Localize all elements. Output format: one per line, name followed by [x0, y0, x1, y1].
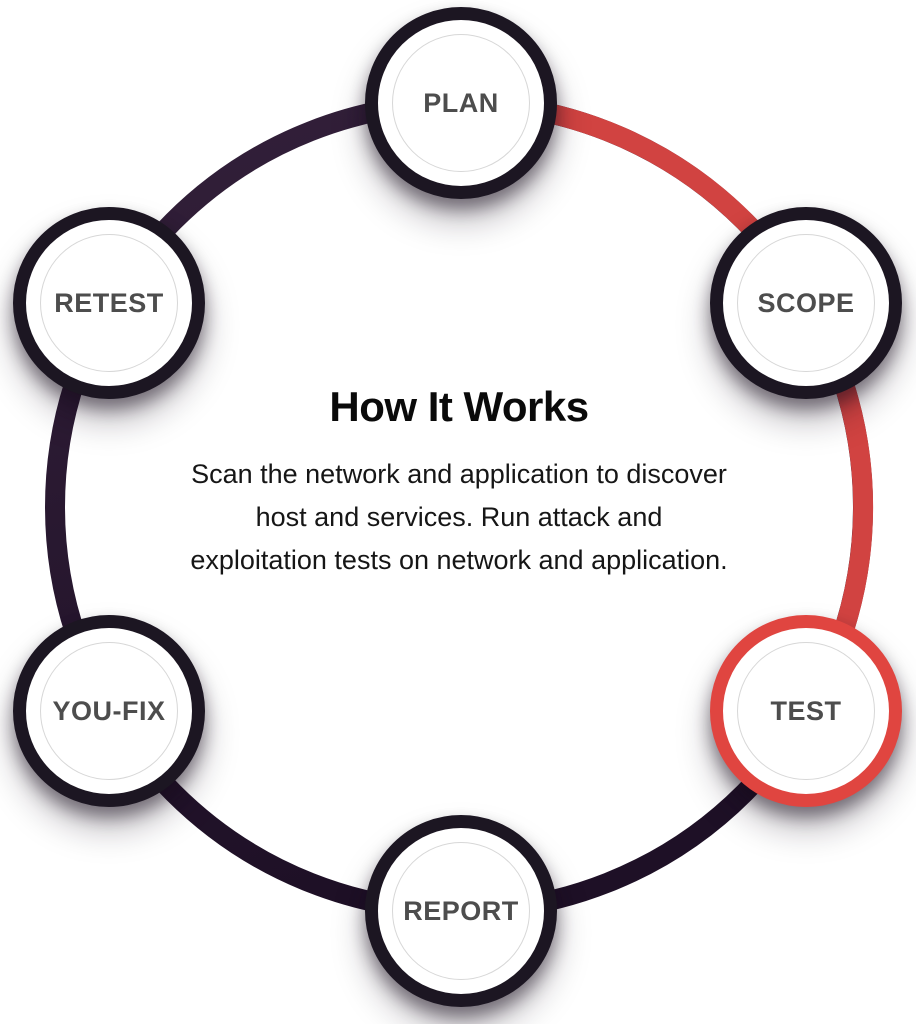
- step-node-test-active[interactable]: TEST: [710, 615, 902, 807]
- step-node-plan[interactable]: PLAN: [365, 7, 557, 199]
- step-label-you-fix: YOU-FIX: [52, 695, 166, 726]
- step-node-retest[interactable]: RETEST: [13, 207, 205, 399]
- step-label-retest: RETEST: [54, 287, 164, 318]
- step-label-plan: PLAN: [423, 87, 499, 118]
- step-label-test: TEST: [770, 695, 842, 726]
- diagram-description: Scan the network and application to disc…: [190, 459, 728, 576]
- step-label-report: REPORT: [403, 895, 519, 926]
- step-node-scope[interactable]: SCOPE: [710, 207, 902, 399]
- step-label-scope: SCOPE: [757, 287, 855, 318]
- center-text-block: How It Works Scan the network and applic…: [159, 383, 759, 583]
- diagram-title: How It Works: [329, 383, 589, 430]
- step-node-you-fix[interactable]: YOU-FIX: [13, 615, 205, 807]
- step-node-report[interactable]: REPORT: [365, 815, 557, 1007]
